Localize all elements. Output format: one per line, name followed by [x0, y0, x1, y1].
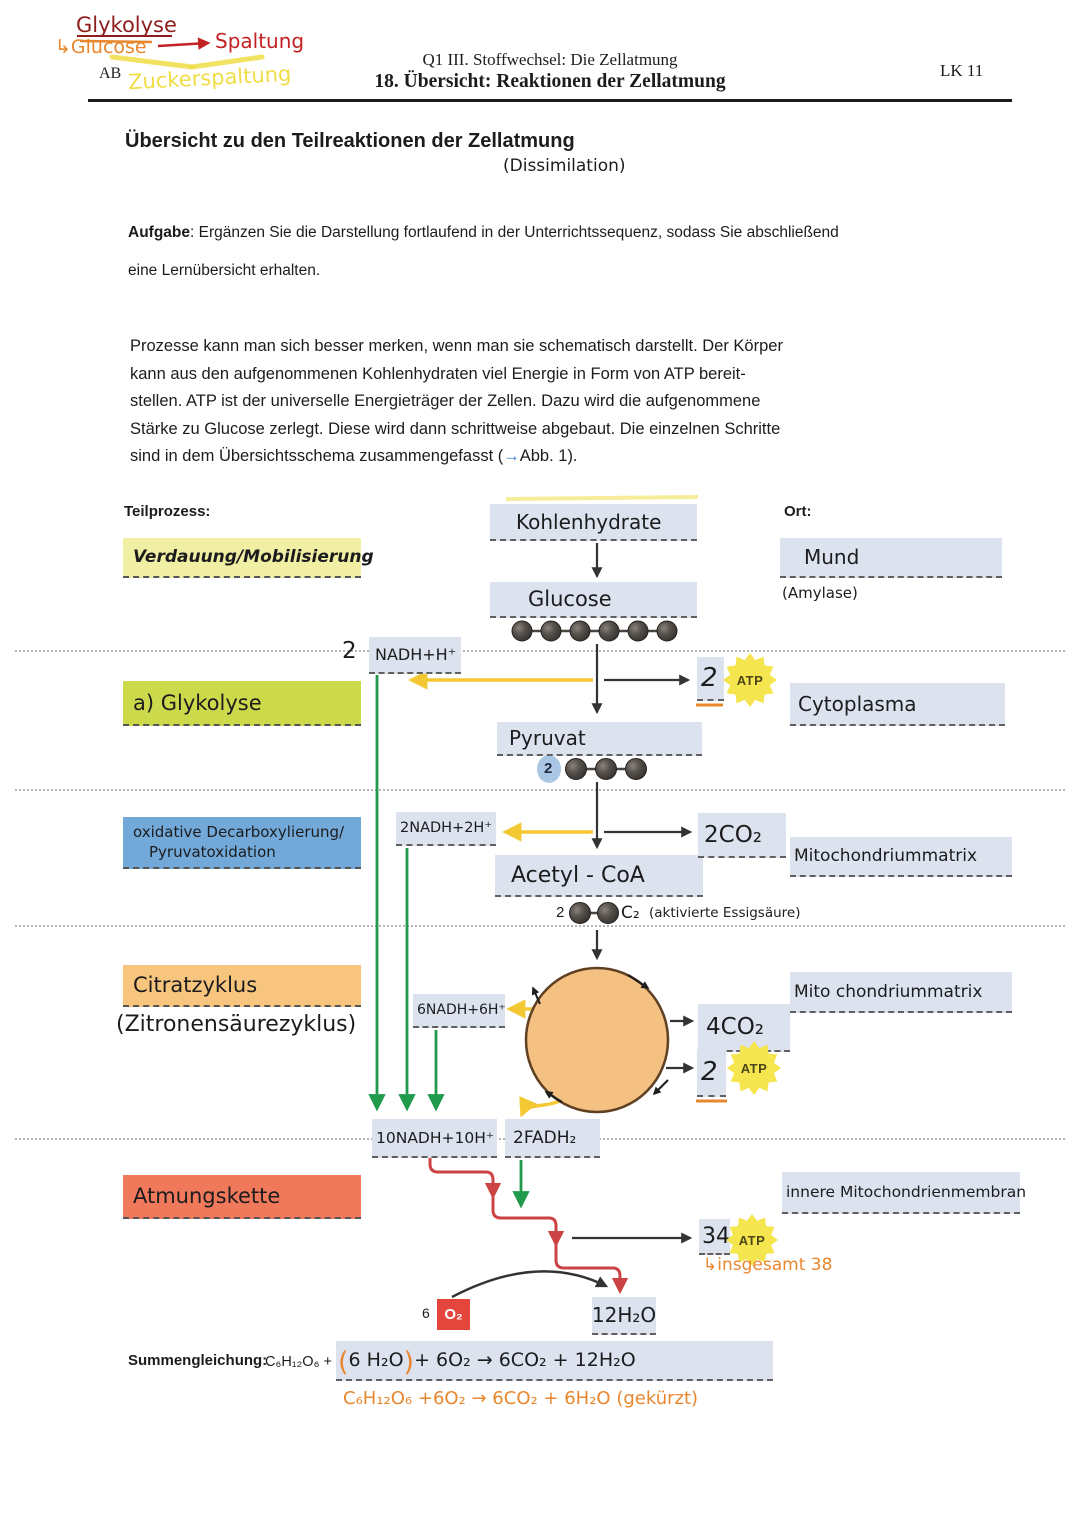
annotation-insgesamt: ↳insgesamt 38	[703, 1255, 833, 1275]
h2o-box: 12H₂O	[592, 1297, 656, 1335]
nadh-citrat-box: 6NADH+6H⁺	[413, 994, 506, 1028]
flow-arrows-green	[368, 675, 530, 1209]
ort-mund: Mund	[780, 538, 1002, 578]
row-separator	[15, 650, 1065, 652]
atp-label: ATP	[736, 672, 764, 688]
yellow-highlight-stroke	[109, 54, 195, 70]
o2-box: O₂	[437, 1299, 470, 1330]
acetyl-note: (aktivierte Essigsäure)	[649, 905, 801, 921]
equation-label: Summengleichung:	[128, 1352, 268, 1369]
orange-paren-open: (	[338, 1346, 349, 1378]
task-label: Aufgabe	[128, 224, 190, 241]
ort-mitochondriummatrix-1: Mitochondriummatrix	[790, 837, 1012, 877]
nadh-oxdecarb-box: 2NADH+2H⁺	[396, 812, 496, 846]
teilprozess-label: Teilprozess:	[124, 503, 211, 520]
stage-kohlenhydrate: Kohlenhydrate	[490, 504, 697, 541]
figure-ref-arrow-icon: →	[503, 447, 520, 465]
course-label: LK 11	[940, 61, 984, 80]
atp-qty-atmung: 34	[699, 1219, 730, 1255]
row-citrat: Citratzyklus	[123, 965, 361, 1007]
co2-citrat-box: 4CO₂	[698, 1004, 790, 1052]
header-line2: 18. Übersicht: Reaktionen der Zellatmung	[374, 71, 726, 92]
arrow-o2-to-chain	[451, 1270, 609, 1299]
ab-label: AB	[99, 65, 122, 82]
citrate-cycle-circle	[524, 966, 670, 1114]
nadh-glykolyse-box: NADH+H⁺	[369, 637, 461, 674]
red-annotation-arrow	[157, 37, 211, 50]
equation-printed-start: C₆H₁₂O₆ +	[265, 1354, 332, 1370]
atp-qty-glykolyse: 2	[697, 657, 724, 701]
row-glykolyse: a) Glykolyse	[123, 681, 361, 726]
o2-qty: 6	[422, 1305, 430, 1321]
orange-paren-close: )	[403, 1346, 415, 1378]
stage-acetyl-coa: Acetyl - CoA	[495, 855, 703, 897]
fadh-box: 2FADH₂	[505, 1119, 600, 1158]
handwritten-annotation-strokes	[77, 35, 699, 501]
intro-line: Stärke zu Glucose zerlegt. Diese wird da…	[130, 419, 781, 438]
equation-handwritten-box: (6 H₂O) + 6O₂ → 6CO₂ + 12H₂O	[336, 1341, 773, 1381]
co2-oxdecarb-box: 2CO₂	[698, 813, 786, 858]
task-line1: Aufgabe: Ergänzen Sie die Darstellung fo…	[128, 224, 839, 241]
page-title: Übersicht zu den Teilreaktionen der Zell…	[125, 130, 575, 152]
pyruvat-count-ellipse	[537, 755, 561, 783]
ort-mitochondriummatrix-2: Mito chondriummatrix	[790, 972, 1012, 1013]
row-separator	[15, 789, 1065, 791]
nadh-glykolyse-qty: 2	[342, 638, 357, 664]
annotation-glucose: ↳Glucose	[55, 36, 147, 58]
acetyl-c2-label: C₂	[621, 903, 640, 923]
annotation-dissimilation: (Dissimilation)	[503, 156, 626, 176]
intro-line: Prozesse kann man sich besser merken, we…	[130, 337, 783, 355]
ort-amylase: (Amylase)	[782, 584, 858, 602]
stage-glucose: Glucose	[490, 582, 697, 618]
ort-cytoplasma: Cytoplasma	[790, 683, 1005, 726]
row-oxdecarb: oxidative Decarboxylierung/ Pyruvatoxida…	[123, 817, 361, 869]
atp-label: ATP	[740, 1060, 768, 1076]
task-line2: eine Lernübersicht erhalten.	[128, 262, 321, 279]
hook-arrow-icon: ↳	[55, 36, 71, 58]
flow-arrows-dark	[451, 543, 695, 1299]
annotation-equation-short: C₆H₁₂O₆ +6O₂ → 6CO₂ + 6H₂O (gekürzt)	[343, 1388, 699, 1409]
nadh-total-box: 10NADH+10H⁺	[372, 1119, 497, 1158]
header-line1: Q1 III. Stoffwechsel: Die Zellatmung	[422, 50, 678, 69]
respiratory-chain-red	[428, 1158, 629, 1295]
intro-paragraph: Prozesse kann man sich besser merken, we…	[130, 333, 930, 471]
stage-pyruvat: Pyruvat	[497, 722, 702, 756]
row-verdauung: Verdauung/Mobilisierung	[123, 538, 374, 578]
row-atmungskette: Atmungskette	[123, 1175, 361, 1219]
ort-innere-membran: innere Mitochondrienmembran	[782, 1172, 1026, 1214]
row-citrat-subtitle: (Zitronensäurezyklus)	[116, 1012, 357, 1037]
hook-arrow-icon: ↳	[703, 1255, 718, 1275]
annotation-spaltung: Spaltung	[215, 29, 305, 53]
ort-label: Ort:	[784, 503, 812, 520]
row-separator	[15, 925, 1065, 927]
annotation-glykolyse: Glykolyse	[76, 13, 177, 37]
atp-label: ATP	[738, 1232, 766, 1248]
molecule-bead-chains	[511, 620, 678, 924]
yellow-highlight-stroke	[505, 495, 699, 501]
atp-qty-citrat: 2	[697, 1049, 726, 1097]
orange-underlines	[696, 703, 727, 1103]
header-rule	[88, 99, 1012, 102]
intro-line: kann aus den aufgenommenen Kohlenhydrate…	[130, 364, 746, 383]
intro-line: stellen. ATP ist der universelle Energie…	[130, 392, 761, 410]
yellow-highlight-stroke	[189, 54, 265, 70]
intro-line-last: sind in dem Übersichtsschema zusammengef…	[130, 447, 578, 465]
pyruvat-qty: 2	[544, 760, 553, 777]
acetyl-qty: 2	[556, 904, 565, 921]
